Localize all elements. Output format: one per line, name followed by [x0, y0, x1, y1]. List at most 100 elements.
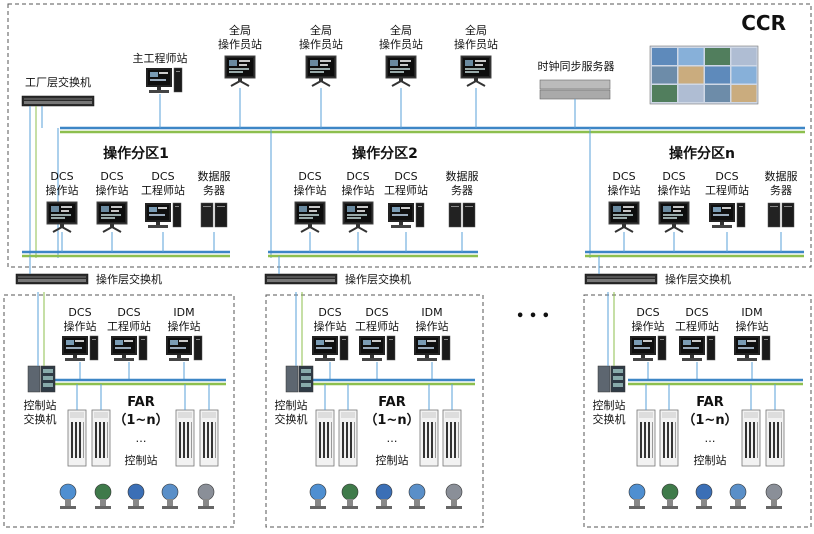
- far-block-2-field-device-1-icon: [309, 483, 327, 509]
- partition-1-op1-label-1: DCS: [50, 170, 73, 183]
- large-screen-tile: [705, 66, 730, 84]
- far-block-3-op-label-2: 操作站: [632, 319, 665, 333]
- far-block-2-ctrl-station-label: 控制站: [376, 453, 409, 467]
- partition-3-srv-label-1: 数据服: [765, 169, 798, 183]
- far-block-1-idm-label-2: 操作站: [168, 319, 201, 333]
- far-block-3-ctrl-station-label: 控制站: [694, 453, 727, 467]
- far-block-1-far-title: FAR: [127, 395, 154, 410]
- global-op-4-monitor-icon: [460, 55, 492, 87]
- partition-1-op1-label-2: 操作站: [46, 183, 79, 197]
- far-block-2-far-range: （1~n）: [364, 412, 419, 428]
- partition-3-op1-label-1: DCS: [612, 170, 635, 183]
- partition-2-op1-label-2: 操作站: [294, 183, 327, 197]
- far-block-2-field-device-2-icon: [341, 483, 359, 509]
- large-screen-tile: [652, 48, 677, 65]
- partition-1-data-server-icon: [200, 202, 228, 228]
- far-block-1-field-device-3-icon: [127, 483, 145, 509]
- far-block-1-station-2-icon: [110, 335, 148, 362]
- field-device-body: [451, 499, 457, 509]
- far-block-3-ctrl-switch-label-2: 交换机: [593, 412, 626, 426]
- partition-1-title: 操作分区1: [103, 145, 169, 162]
- partition-2-title: 操作分区2: [352, 145, 418, 162]
- field-device-body: [771, 499, 777, 509]
- global-op-2-label-1: 全局: [310, 23, 332, 37]
- field-device-head: [341, 483, 359, 501]
- large-screen-tile: [652, 85, 677, 102]
- far-block-1-ctrl-station-label: 控制站: [125, 453, 158, 467]
- large-screen-display: [649, 45, 759, 105]
- far-block-1-station-1-icon: [61, 335, 99, 362]
- partition-1-op-switch-label: 操作层交换机: [96, 272, 162, 286]
- partition-2-dcs-eng-icon: [387, 202, 425, 229]
- partition-3-eng-label-1: DCS: [715, 170, 738, 183]
- far-block-2-cabinet-4-icon: [442, 409, 462, 467]
- factory-switch-icon: [21, 95, 95, 107]
- partition-3-op1-label-2: 操作站: [608, 183, 641, 197]
- field-device-flange: [310, 506, 326, 509]
- global-op-1-label-1: 全局: [229, 23, 251, 37]
- partition-1-eng-label-2: 工程师站: [141, 183, 185, 197]
- partition-1-srv-label-2: 务器: [203, 184, 225, 197]
- field-device-flange: [198, 506, 214, 509]
- far-block-1-eng-label-1: DCS: [117, 306, 140, 319]
- partition-3-op-switch-icon: [584, 273, 658, 285]
- field-device-body: [634, 499, 640, 509]
- far-block-2-idm-label-1: IDM: [421, 306, 442, 319]
- far-block-3-station-3-icon: [733, 335, 771, 362]
- far-block-1-ctrl-switch-label-1: 控制站: [24, 398, 57, 412]
- far-block-1-frame: [3, 294, 235, 528]
- partition-2-op2-label-1: DCS: [346, 170, 369, 183]
- far-block-1-op-label-2: 操作站: [64, 319, 97, 333]
- far-block-2-idm-label-2: 操作站: [416, 319, 449, 333]
- far-block-2-ctrl-switch-label-2: 交换机: [275, 412, 308, 426]
- field-device-body: [701, 499, 707, 509]
- partition-2-dcs-op-1-icon: [294, 201, 326, 233]
- far-block-2-station-3-icon: [413, 335, 451, 362]
- far-block-3-far-range: （1~n）: [682, 412, 737, 428]
- field-device-head: [127, 483, 145, 501]
- far-block-3-frame: [583, 294, 812, 528]
- partition-1-op2-label-2: 操作站: [96, 183, 129, 197]
- far-block-1-cabinet-4-icon: [199, 409, 219, 467]
- far-block-2-frame: [265, 294, 484, 528]
- far-block-2-eng-label-2: 工程师站: [355, 319, 399, 333]
- global-op-1-monitor-icon: [224, 55, 256, 87]
- far-block-2-field-device-5-icon: [445, 483, 463, 509]
- time-sync-label: 时钟同步服务器: [538, 59, 615, 73]
- partition-2-op-switch-label: 操作层交换机: [345, 272, 411, 286]
- field-device-flange: [162, 506, 178, 509]
- field-device-flange: [409, 506, 425, 509]
- far-block-3-field-device-4-icon: [729, 483, 747, 509]
- factory-switch-label: 工厂层交换机: [25, 75, 91, 89]
- field-device-body: [347, 499, 353, 509]
- far-block-3-cabinet-1-icon: [636, 409, 656, 467]
- field-device-flange: [629, 506, 645, 509]
- large-screen-tile: [678, 85, 704, 102]
- partition-1-dcs-op-1-icon: [46, 201, 78, 233]
- far-block-1-far-range: （1~n）: [113, 412, 168, 428]
- far-block-3-op-label-1: DCS: [636, 306, 659, 319]
- ccr-frame: [7, 3, 812, 268]
- global-op-1-label-2: 操作员站: [218, 37, 262, 51]
- global-op-3-label-1: 全局: [390, 23, 412, 37]
- partition-2-dcs-op-2-icon: [342, 201, 374, 233]
- far-block-1-field-device-1-icon: [59, 483, 77, 509]
- far-block-2-op-label-1: DCS: [318, 306, 341, 319]
- partition-3-title: 操作分区n: [669, 145, 735, 162]
- field-device-flange: [766, 506, 782, 509]
- partition-2-op2-label-2: 操作站: [342, 183, 375, 197]
- global-op-3-monitor-icon: [385, 55, 417, 87]
- partition-3-srv-label-2: 务器: [770, 184, 792, 197]
- time-sync-server-icon: [539, 79, 611, 90]
- field-device-body: [381, 499, 387, 509]
- large-screen-tile: [678, 66, 704, 84]
- field-device-head: [765, 483, 783, 501]
- far-block-3-idm-label-1: IDM: [741, 306, 762, 319]
- field-device-head: [408, 483, 426, 501]
- partition-2-srv-label-2: 务器: [451, 184, 473, 197]
- global-op-2-label-2: 操作员站: [299, 37, 343, 51]
- far-block-2-cabinet-2-icon: [338, 409, 358, 467]
- field-device-head: [309, 483, 327, 501]
- field-device-head: [197, 483, 215, 501]
- field-device-body: [203, 499, 209, 509]
